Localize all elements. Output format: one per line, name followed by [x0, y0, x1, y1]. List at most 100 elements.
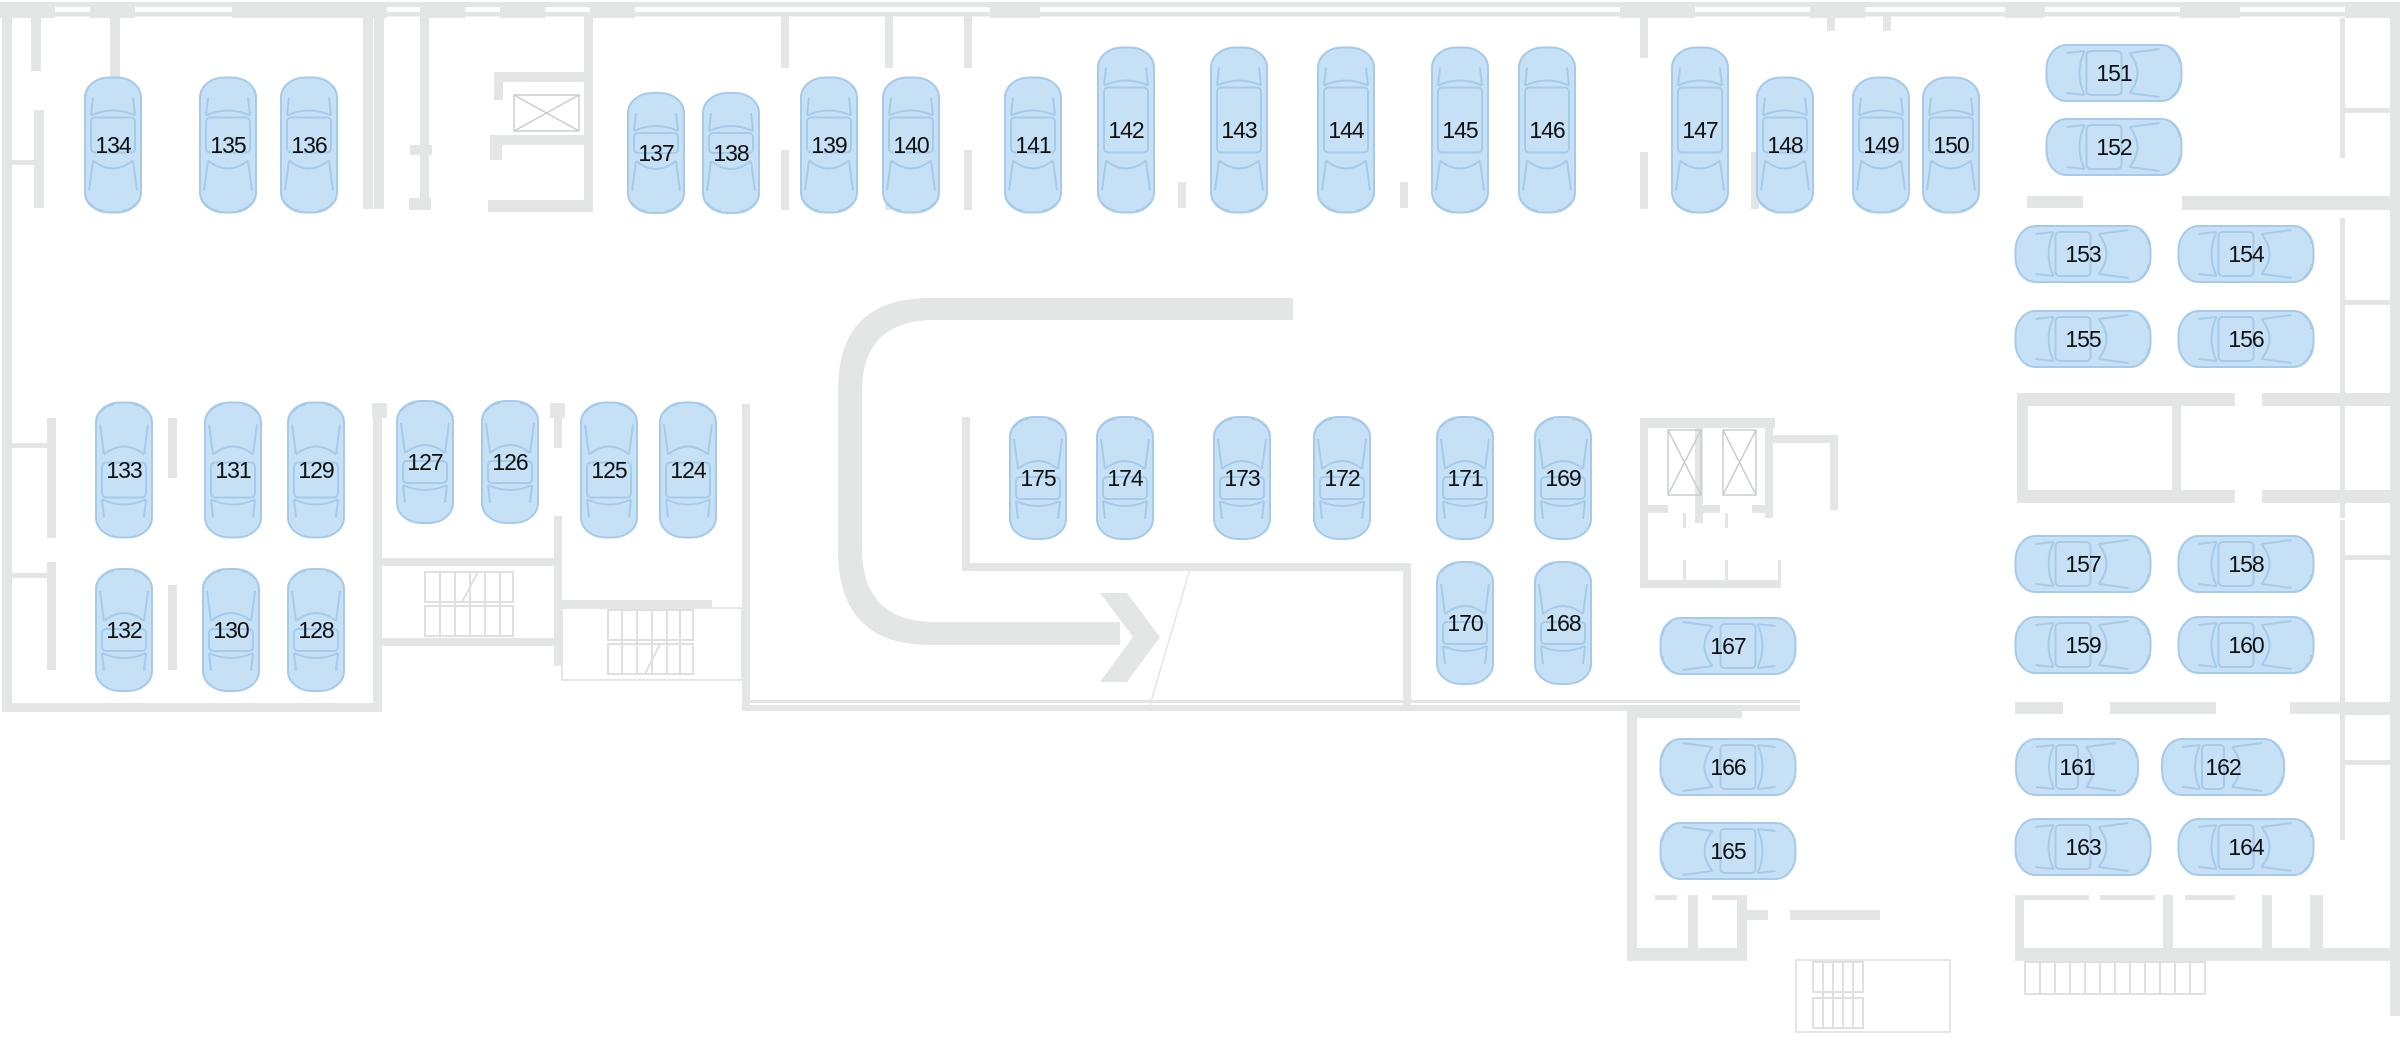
parking-spot[interactable]: 160 — [2177, 616, 2315, 674]
spot-number: 155 — [2065, 326, 2101, 352]
parking-spot[interactable]: 152 — [2045, 118, 2183, 176]
spot-number: 125 — [591, 457, 627, 483]
parking-spot[interactable]: 146 — [1518, 46, 1576, 214]
parking-spot[interactable]: 167 — [1659, 617, 1797, 675]
spot-number: 145 — [1442, 117, 1478, 143]
parking-spot[interactable]: 133 — [95, 401, 153, 539]
spot-number: 141 — [1015, 132, 1051, 158]
spot-number: 127 — [407, 449, 443, 475]
spot-number: 126 — [492, 449, 528, 475]
parking-spot[interactable]: 172 — [1313, 416, 1371, 540]
car-icon — [1922, 76, 1980, 214]
parking-spot[interactable]: 145 — [1431, 46, 1489, 214]
spot-number: 132 — [106, 617, 142, 643]
parking-spot[interactable]: 154 — [2177, 225, 2315, 283]
spot-number: 134 — [95, 132, 132, 158]
car-icon — [1756, 76, 1814, 214]
spot-number: 164 — [2228, 834, 2265, 860]
spot-number: 173 — [1224, 465, 1260, 491]
parking-spot[interactable]: 127 — [396, 400, 454, 524]
spot-number: 124 — [670, 457, 707, 483]
parking-spot[interactable]: 174 — [1096, 416, 1154, 540]
parking-spot[interactable]: 130 — [202, 568, 260, 692]
spot-number: 167 — [1710, 633, 1746, 659]
parking-spot[interactable]: 149 — [1852, 76, 1910, 214]
car-icon — [2014, 225, 2152, 283]
parking-spot[interactable]: 150 — [1922, 76, 1980, 214]
parking-spot[interactable]: 147 — [1671, 46, 1729, 214]
parking-spot[interactable]: 128 — [287, 568, 345, 692]
car-icon — [1659, 738, 1797, 796]
parking-spot[interactable]: 129 — [287, 401, 345, 539]
parking-spot[interactable]: 138 — [702, 92, 760, 214]
parking-spot[interactable]: 155 — [2014, 310, 2152, 368]
parking-spot[interactable]: 168 — [1534, 561, 1592, 685]
parking-spot[interactable]: 158 — [2177, 535, 2315, 593]
spot-number: 144 — [1328, 117, 1365, 143]
spot-number: 136 — [291, 132, 327, 158]
parking-spot[interactable]: 171 — [1436, 416, 1494, 540]
parking-spot[interactable]: 175 — [1009, 416, 1067, 540]
parking-spot[interactable]: 126 — [481, 400, 539, 524]
parking-spot[interactable]: 170 — [1436, 561, 1494, 685]
spot-number: 128 — [298, 617, 334, 643]
parking-spot[interactable]: 143 — [1210, 46, 1268, 214]
parking-spot[interactable]: 161 — [2015, 738, 2139, 796]
parking-spot[interactable]: 124 — [659, 401, 717, 539]
spot-number: 159 — [2065, 632, 2101, 658]
car-icon — [2177, 535, 2315, 593]
parking-spot[interactable]: 162 — [2161, 738, 2285, 796]
spot-number: 153 — [2065, 241, 2101, 267]
car-icon — [1431, 46, 1489, 214]
car-icon — [2014, 310, 2152, 368]
car-icon — [2177, 310, 2315, 368]
spot-number: 157 — [2065, 551, 2101, 577]
spot-number: 165 — [1710, 838, 1746, 864]
car-icon — [2015, 738, 2139, 796]
spot-number: 166 — [1710, 754, 1746, 780]
car-icon — [287, 401, 345, 539]
spot-number: 152 — [2096, 134, 2132, 160]
parking-spot[interactable]: 141 — [1004, 76, 1062, 214]
parking-spot[interactable]: 139 — [800, 76, 858, 214]
car-icon — [1096, 416, 1154, 540]
parking-spot[interactable]: 131 — [204, 401, 262, 539]
parking-spot[interactable]: 148 — [1756, 76, 1814, 214]
parking-spot[interactable]: 157 — [2014, 535, 2152, 593]
spot-number: 148 — [1767, 132, 1803, 158]
parking-spot[interactable]: 173 — [1213, 416, 1271, 540]
spot-number: 150 — [1933, 132, 1969, 158]
parking-spot[interactable]: 144 — [1317, 46, 1375, 214]
stairs-bottom — [1812, 961, 2206, 1029]
parking-spot[interactable]: 137 — [627, 92, 685, 214]
parking-spot[interactable]: 166 — [1659, 738, 1797, 796]
parking-spot[interactable]: 169 — [1534, 416, 1592, 540]
parking-spot[interactable]: 163 — [2014, 818, 2152, 876]
car-icon — [2177, 225, 2315, 283]
car-icon — [481, 400, 539, 524]
car-icon — [1097, 46, 1155, 214]
parking-spot[interactable]: 134 — [84, 76, 142, 214]
parking-spot[interactable]: 135 — [199, 76, 257, 214]
spot-number: 135 — [210, 132, 246, 158]
spot-number: 131 — [215, 457, 251, 483]
parking-spot[interactable]: 153 — [2014, 225, 2152, 283]
spot-number: 170 — [1447, 610, 1483, 636]
parking-spots: 124 125 126 127 128 129 130 131 132 133 134 135 136 1… — [84, 44, 2315, 880]
parking-spot[interactable]: 151 — [2045, 44, 2183, 102]
parking-spot[interactable]: 165 — [1659, 822, 1797, 880]
car-icon — [1004, 76, 1062, 214]
car-icon — [2014, 818, 2152, 876]
parking-spot[interactable]: 140 — [882, 76, 940, 214]
parking-spot[interactable]: 136 — [280, 76, 338, 214]
parking-spot[interactable]: 142 — [1097, 46, 1155, 214]
parking-spot[interactable]: 159 — [2014, 616, 2152, 674]
parking-spot[interactable]: 156 — [2177, 310, 2315, 368]
parking-spot[interactable]: 164 — [2177, 818, 2315, 876]
car-icon — [2014, 535, 2152, 593]
parking-spot[interactable]: 125 — [580, 401, 638, 539]
car-icon — [95, 401, 153, 539]
parking-spot[interactable]: 132 — [95, 568, 153, 692]
